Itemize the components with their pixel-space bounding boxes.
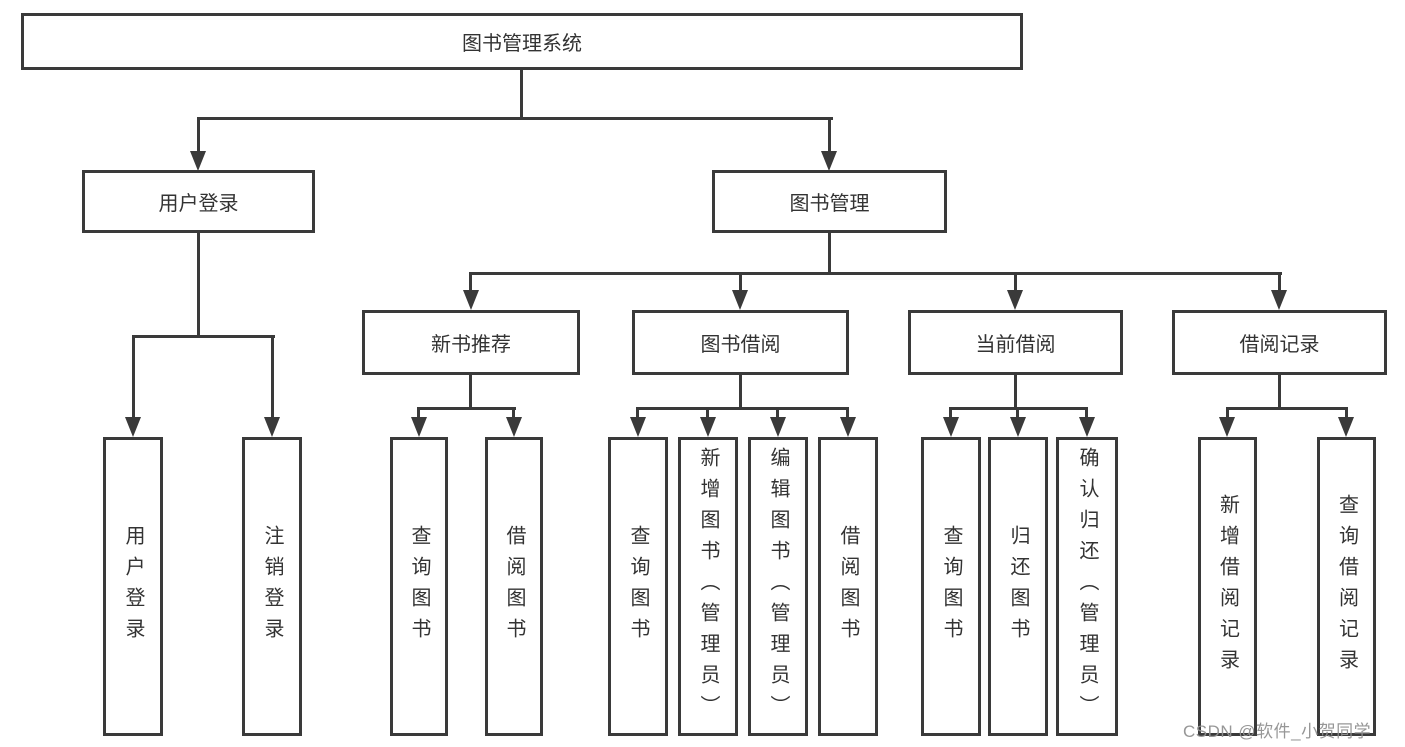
arrow-down-icon (506, 417, 522, 437)
arrow-down-icon (630, 417, 646, 437)
connector-recommend-crossbar (417, 407, 516, 410)
connector-mgmt-branch-4 (1278, 272, 1281, 292)
connector-current-stem (1014, 375, 1017, 407)
leaf-recommend-borrow-book: 借阅图书 (485, 437, 543, 736)
connector-record-stem (1278, 375, 1281, 407)
arrow-down-icon (821, 151, 837, 171)
leaf-current-confirm-return-admin: 确认归还（管理员） (1056, 437, 1118, 736)
node-current-borrow: 当前借阅 (908, 310, 1123, 375)
arrow-down-icon (770, 417, 786, 437)
arrow-down-icon (1079, 417, 1095, 437)
leaf-borrow-add-book-admin: 新增图书（管理员） (678, 437, 738, 736)
arrow-down-icon (1010, 417, 1026, 437)
connector-record-crossbar (1226, 407, 1347, 410)
node-book-management: 图书管理 (712, 170, 947, 233)
connector-borrow-stem (739, 375, 742, 407)
arrow-down-icon (125, 417, 141, 437)
connector-login-crossbar (132, 335, 275, 338)
arrow-down-icon (1271, 290, 1287, 310)
leaf-record-add-borrow-record: 新增借阅记录 (1198, 437, 1257, 736)
arrow-down-icon (1007, 290, 1023, 310)
node-new-book-recommend: 新书推荐 (362, 310, 580, 375)
arrow-down-icon (1338, 417, 1354, 437)
node-root-library-system: 图书管理系统 (21, 13, 1023, 70)
csdn-watermark: CSDN @软件_小贺同学 (1183, 722, 1372, 741)
leaf-current-query-book: 查询图书 (921, 437, 981, 736)
arrow-down-icon (463, 290, 479, 310)
arrow-down-icon (943, 417, 959, 437)
leaf-login-logout: 注销登录 (242, 437, 302, 736)
arrow-down-icon (411, 417, 427, 437)
arrow-down-icon (1219, 417, 1235, 437)
leaf-record-query-borrow-record: 查询借阅记录 (1317, 437, 1376, 736)
arrow-down-icon (190, 151, 206, 171)
connector-mgmt-crossbar (469, 272, 1282, 275)
arrow-down-icon (732, 290, 748, 310)
node-book-borrow: 图书借阅 (632, 310, 849, 375)
connector-mgmt-branch-2 (739, 272, 742, 292)
connector-mgmt-stem (828, 233, 831, 272)
connector-login-branch-right (271, 335, 274, 417)
arrow-down-icon (264, 417, 280, 437)
connector-current-branch-3 (1085, 407, 1088, 419)
connector-root-branch-right (828, 117, 831, 153)
leaf-current-return-book: 归还图书 (988, 437, 1048, 736)
connector-borrow-branch-2 (706, 407, 709, 419)
connector-mgmt-branch-1 (469, 272, 472, 292)
connector-current-branch-1 (949, 407, 952, 419)
connector-borrow-branch-4 (846, 407, 849, 419)
connector-recommend-branch-2 (512, 407, 515, 419)
connector-recommend-stem (469, 375, 472, 407)
connector-recommend-branch-1 (417, 407, 420, 419)
connector-current-branch-2 (1016, 407, 1019, 419)
arrow-down-icon (840, 417, 856, 437)
connector-record-branch-1 (1226, 407, 1229, 419)
leaf-login-user-login: 用户登录 (103, 437, 163, 736)
connector-root-stem (520, 70, 523, 119)
connector-borrow-branch-1 (636, 407, 639, 419)
connector-borrow-crossbar (636, 407, 849, 410)
connector-borrow-branch-3 (776, 407, 779, 419)
connector-mgmt-branch-3 (1014, 272, 1017, 292)
leaf-borrow-query-book: 查询图书 (608, 437, 668, 736)
connector-root-branch-left (197, 117, 200, 153)
node-borrow-record: 借阅记录 (1172, 310, 1387, 375)
connector-login-stem (197, 233, 200, 335)
arrow-down-icon (700, 417, 716, 437)
leaf-recommend-query-book: 查询图书 (390, 437, 448, 736)
connector-record-branch-2 (1345, 407, 1348, 419)
leaf-borrow-borrow-book: 借阅图书 (818, 437, 878, 736)
connector-login-branch-left (132, 335, 135, 417)
node-user-login: 用户登录 (82, 170, 315, 233)
leaf-borrow-edit-book-admin: 编辑图书（管理员） (748, 437, 808, 736)
connector-root-crossbar (197, 117, 833, 120)
